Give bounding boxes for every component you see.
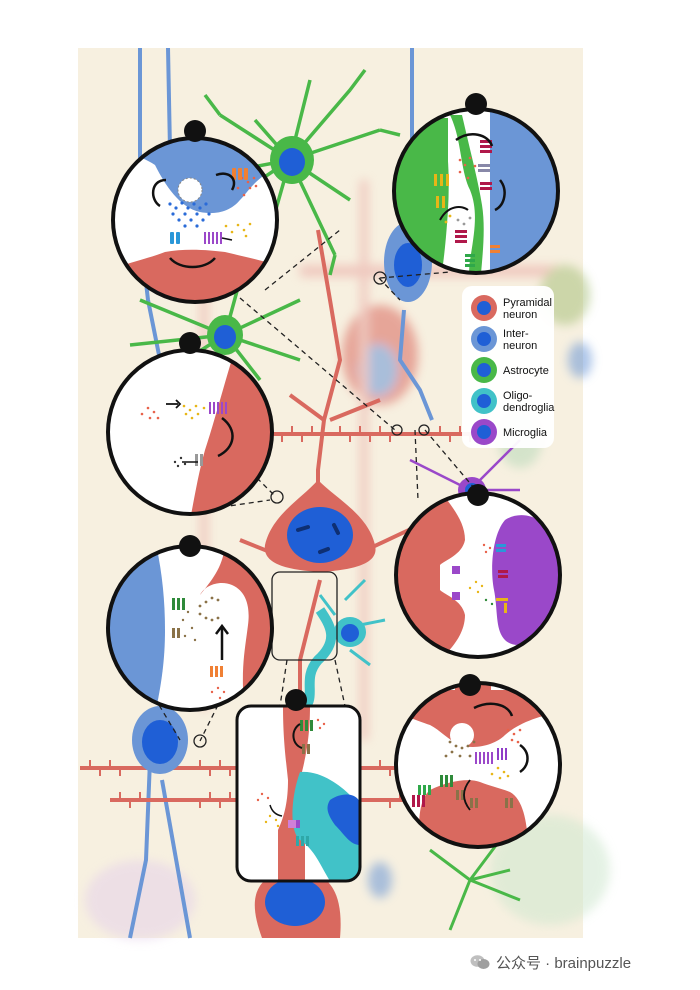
footer-watermark: 公众号 · brainpuzzle (470, 950, 631, 974)
panel-4 (111, 120, 279, 304)
legend-label: Microglia (503, 427, 548, 439)
legend-swatch-nucleus (477, 363, 491, 377)
pyramidal-soma-bottom (254, 869, 341, 938)
astrocyte-bottom-right (429, 839, 521, 931)
legend-swatch-nucleus (477, 332, 491, 346)
legend-item: Microglia (471, 419, 548, 445)
legend-item: Oligo-dendroglia (471, 388, 555, 414)
panel-5 (235, 689, 362, 883)
interneuron-somata (132, 222, 432, 774)
legend-swatch-nucleus (477, 425, 491, 439)
footer-text: 公众号 · brainpuzzle (496, 954, 632, 972)
legend-swatch-nucleus (477, 301, 491, 315)
panel-2 (106, 332, 274, 516)
legend-swatch-nucleus (477, 394, 491, 408)
astrocyte-top-soma (270, 136, 314, 184)
panel-1 (394, 674, 562, 849)
pyramidal-soma (264, 480, 376, 572)
dendritic-spines (89, 426, 471, 808)
panel-7 (394, 484, 562, 659)
locator-circles (193, 271, 430, 748)
legend-label: Oligo-dendroglia (503, 390, 555, 414)
legend-item: Inter-neuron (471, 326, 537, 352)
legend-label: Astrocyte (503, 365, 549, 377)
legend-label: Inter-neuron (503, 328, 537, 352)
wechat-icon (470, 954, 490, 970)
astrocyte-middle-soma (207, 315, 243, 355)
legend-item: Astrocyte (471, 357, 549, 383)
